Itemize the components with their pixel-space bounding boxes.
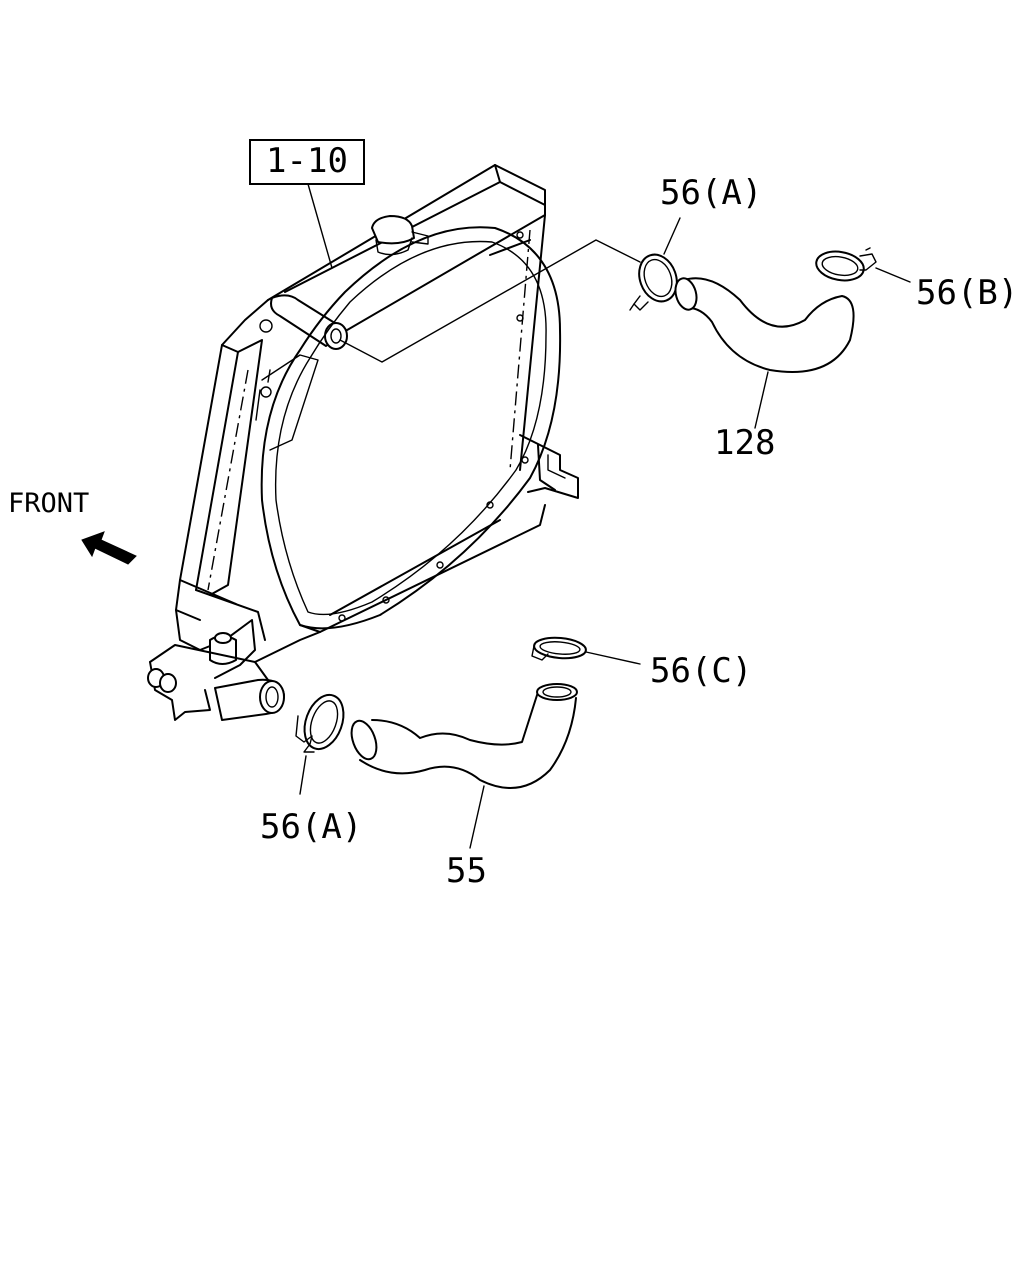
upper-outlet-pipe	[259, 294, 348, 350]
lower-hose-label: 55	[446, 851, 487, 891]
right-bracket	[519, 434, 579, 499]
lower-tank	[147, 579, 321, 721]
clamp-b	[815, 247, 911, 283]
outlet-leader-line	[339, 239, 641, 363]
upper-hose-128	[674, 277, 855, 429]
upper-hose-label: 128	[714, 423, 775, 463]
ref-label-1-10: 1-10	[249, 139, 365, 269]
lower-clamp-a-label: 56(A)	[260, 807, 362, 847]
front-direction-arrow-icon	[81, 531, 137, 565]
clamp-c-label: 56(C)	[650, 651, 752, 691]
fan-shroud	[260, 226, 562, 633]
lower-clamp-a	[295, 693, 345, 795]
upper-clamp-a-label: 56(A)	[660, 173, 762, 213]
front-label: FRONT	[8, 488, 89, 519]
radiator-cap	[371, 215, 429, 256]
ref-box-text: 1-10	[266, 141, 348, 181]
radiator-assembly	[147, 164, 579, 721]
clamp-b-label: 56(B)	[916, 273, 1018, 313]
clamp-c	[531, 636, 641, 665]
upper-clamp-a	[629, 217, 681, 311]
lower-hose-55	[350, 683, 578, 849]
